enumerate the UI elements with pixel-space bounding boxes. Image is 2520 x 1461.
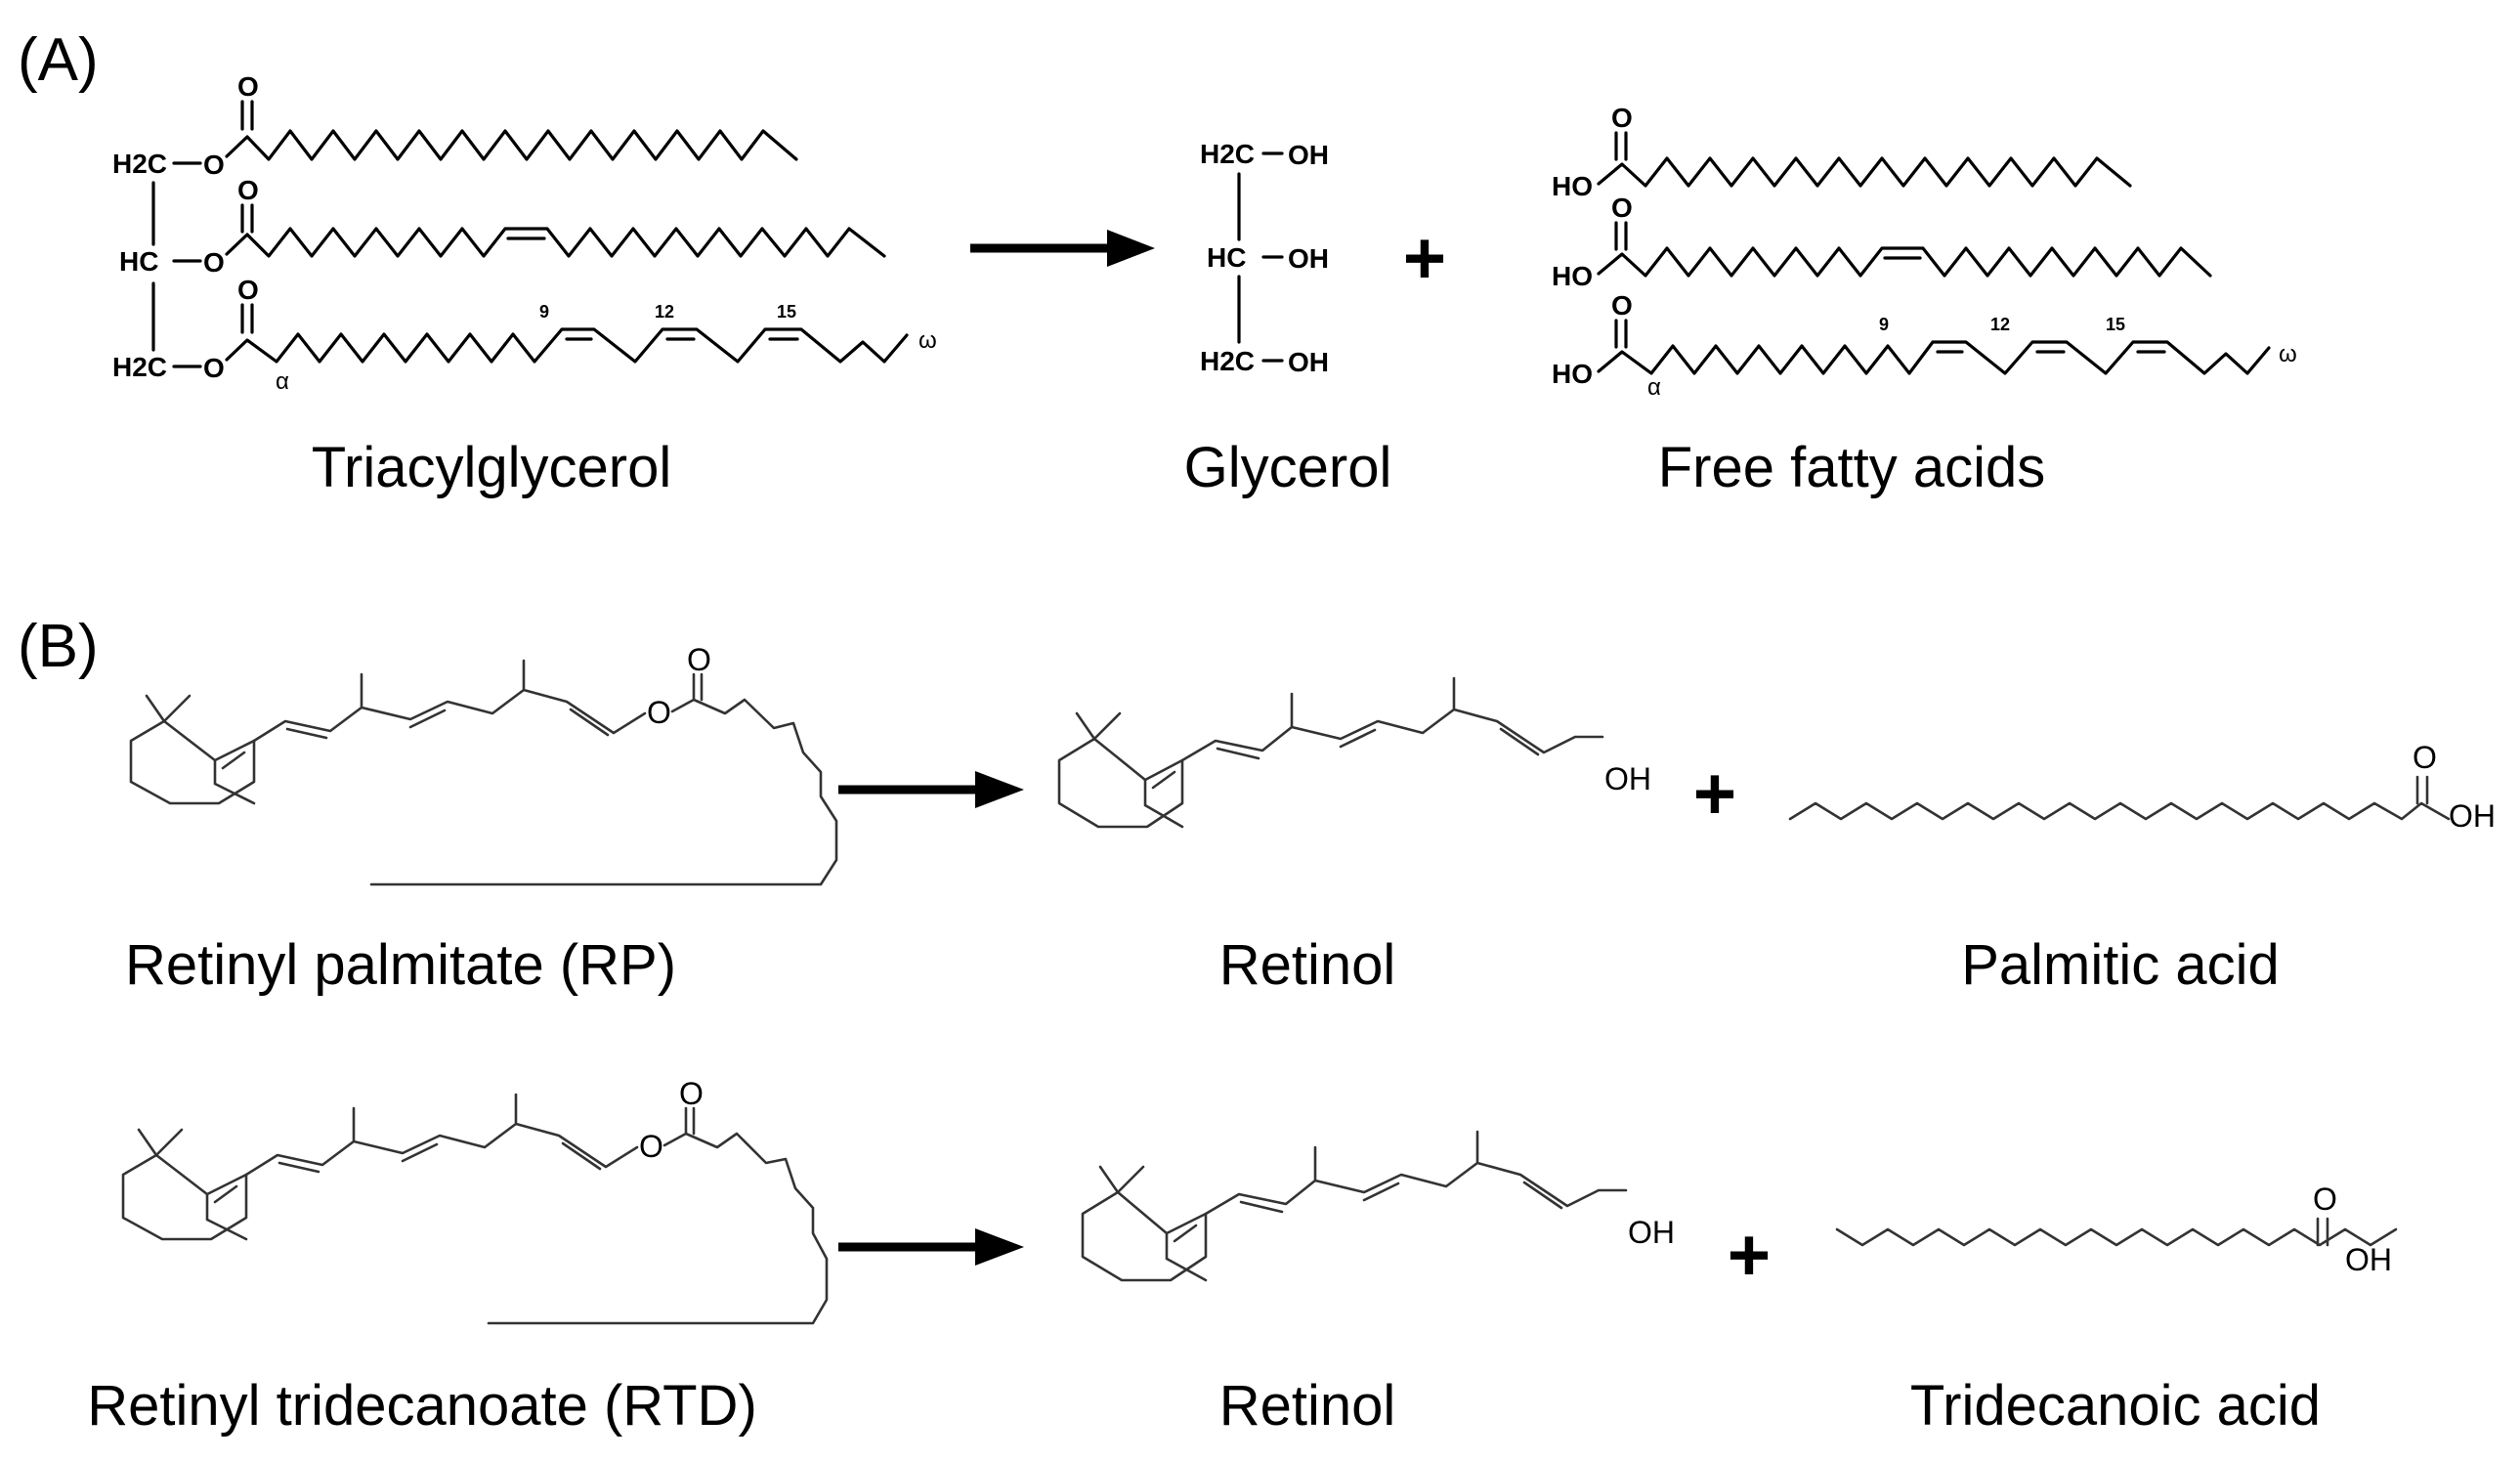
carbonyl-oxygen-3: O: [237, 275, 259, 305]
ffa-carbonyl-1: O: [1611, 103, 1633, 133]
tag-ch2-bottom: H2C: [112, 352, 167, 382]
palmitic-acid-structure: O OH: [1788, 740, 2496, 834]
rp-ester-oxygen: O: [647, 695, 671, 730]
retinol-hydroxyl-1: OH: [1604, 761, 1651, 796]
tag-position-15: 15: [777, 302, 796, 322]
glycerol-hydroxyl-3: OH: [1288, 347, 1329, 377]
ffa-position-12: 12: [1990, 315, 2010, 334]
tridecanoic-acid-structure: O OH: [1835, 1182, 2398, 1277]
glycerol-hydroxyl-1: OH: [1288, 140, 1329, 170]
glycerol-label: Glycerol: [1184, 436, 1392, 499]
tag-omega: ω: [918, 327, 937, 354]
retinol-structure-1: OH: [1057, 676, 1651, 829]
tag-alpha: α: [276, 368, 289, 395]
glycerol-ch2-top: H2C: [1200, 139, 1255, 169]
ffa-hydroxyl-3: HO: [1552, 359, 1593, 389]
ffa-carbonyl-3: O: [1611, 290, 1633, 321]
reaction-arrow-b1: [838, 771, 1024, 808]
triacylglycerol-label: Triacylglycerol: [312, 436, 671, 499]
ffa-position-15: 15: [2106, 315, 2125, 334]
plus-sign-a: +: [1403, 217, 1446, 300]
ffa-hydroxyl-2: HO: [1552, 261, 1593, 291]
ffa-alpha: α: [1647, 374, 1661, 401]
ester-oxygen-1: O: [203, 150, 225, 180]
glycerol-ch2-bottom: H2C: [1200, 346, 1255, 376]
tridecanoic-carbonyl-oxygen: O: [2313, 1182, 2337, 1217]
retinyl-palmitate-structure: O O: [129, 642, 838, 886]
tag-position-12: 12: [655, 302, 674, 322]
panel-b-label: (B): [18, 613, 99, 680]
palmitic-hydroxyl: OH: [2449, 798, 2496, 834]
tag-position-9: 9: [539, 302, 549, 322]
glycerol-hydroxyl-2: OH: [1288, 243, 1329, 274]
retinyl-palmitate-label: Retinyl palmitate (RP): [125, 933, 676, 997]
ffa-omega: ω: [2279, 341, 2297, 367]
tridecanoic-hydroxyl: OH: [2345, 1242, 2392, 1277]
retinol-label-2: Retinol: [1219, 1374, 1396, 1438]
palmitic-carbonyl-oxygen: O: [2413, 740, 2437, 775]
rtd-ester-oxygen: O: [639, 1129, 663, 1164]
rp-carbonyl-oxygen: O: [687, 642, 711, 677]
reaction-arrow-b2: [838, 1228, 1024, 1266]
glycerol-ch: HC: [1207, 242, 1246, 273]
glycerol-structure: H2C HC H2C OH OH OH: [1200, 139, 1329, 377]
retinyl-tridecanoate-label: Retinyl tridecanoate (RTD): [87, 1374, 757, 1438]
plus-sign-b2: +: [1728, 1214, 1771, 1297]
panel-a-label: (A): [18, 26, 99, 94]
ffa-hydroxyl-1: HO: [1552, 171, 1593, 201]
reaction-arrow-a: [970, 230, 1155, 267]
rtd-carbonyl-oxygen: O: [679, 1076, 704, 1111]
ester-oxygen-3: O: [203, 353, 225, 383]
retinol-hydroxyl-2: OH: [1628, 1215, 1675, 1250]
triacylglycerol-structure: H2C HC H2C O O O O O O 9 12 15 α ω: [112, 71, 937, 395]
retinol-structure-2: OH: [1081, 1130, 1675, 1282]
ester-oxygen-2: O: [203, 247, 225, 278]
free-fatty-acids-label: Free fatty acids: [1658, 436, 2045, 499]
tag-ch2-top: H2C: [112, 149, 167, 179]
retinol-label-1: Retinol: [1219, 933, 1396, 997]
tag-ch: HC: [119, 246, 158, 277]
carbonyl-oxygen-1: O: [237, 71, 259, 102]
carbonyl-oxygen-2: O: [237, 175, 259, 205]
ffa-position-9: 9: [1879, 315, 1889, 334]
free-fatty-acids-structure: HO HO HO O O O 9 12 15 α ω: [1552, 103, 2297, 401]
ffa-carbonyl-2: O: [1611, 193, 1633, 223]
tridecanoic-acid-label: Tridecanoic acid: [1910, 1374, 2321, 1438]
palmitic-acid-label: Palmitic acid: [1961, 933, 2280, 997]
retinyl-tridecanoate-structure: O O: [121, 1076, 829, 1325]
plus-sign-b1: +: [1693, 752, 1736, 836]
